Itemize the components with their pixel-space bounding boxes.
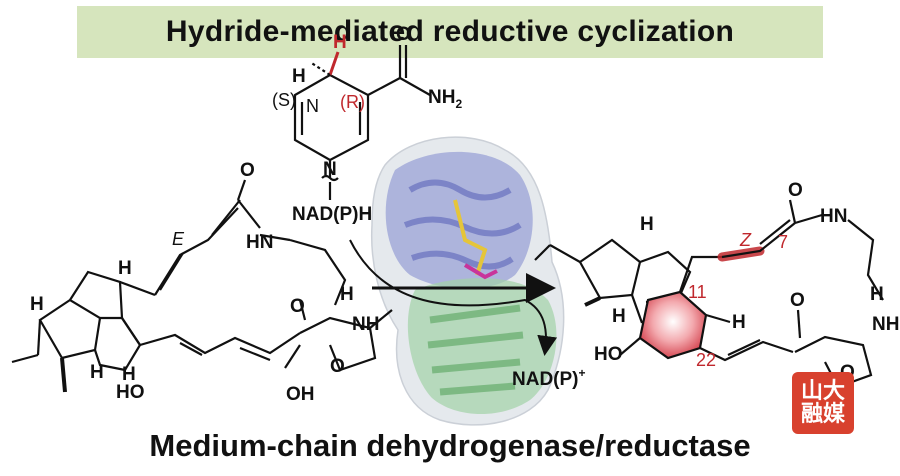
amide-nh-label: NH2: [428, 87, 462, 111]
stereo-r-label: (R): [340, 92, 365, 112]
nadph-cofactor: [293, 45, 431, 200]
substrate-h5: H: [340, 284, 354, 305]
position-11-label: 11: [688, 282, 707, 302]
scheme-title: Hydride-mediated reductive cyclization: [165, 15, 735, 48]
title-banner: Hydride-mediated reductive cyclization: [77, 6, 823, 58]
substrate-h4: H: [122, 364, 136, 385]
logo-line-1: 山大: [800, 378, 845, 404]
substrate-h1: H: [30, 294, 44, 315]
stereo-s-label: (S): [272, 90, 296, 110]
amide-o: O: [396, 24, 411, 45]
hydride-label: H: [333, 32, 347, 53]
product-hn: HN: [820, 206, 847, 227]
product-h4: H: [870, 284, 884, 305]
nadp-product-label: NAD(P)+: [512, 366, 586, 390]
position-7-label: 7: [778, 232, 788, 252]
substrate-h2: H: [118, 258, 132, 279]
product-h1: H: [640, 214, 654, 235]
enzyme-family-label: Medium-chain dehydrogenase/reductase: [149, 428, 751, 463]
cofactor-ring-n: N: [306, 96, 319, 116]
substrate-ho: HO: [116, 382, 145, 403]
nadph-label: NAD(P)H: [292, 204, 372, 225]
substrate-nh: NH: [352, 314, 379, 335]
substrate-molecule: [11, 179, 393, 393]
substrate-o2: O: [290, 296, 305, 317]
substrate-h3: H: [90, 362, 104, 383]
substrate-o1: O: [240, 160, 255, 181]
z-geometry-label: Z: [739, 230, 752, 250]
product-h3: H: [732, 312, 746, 333]
substrate-oh: OH: [286, 384, 315, 405]
substrate-hn: HN: [246, 232, 273, 253]
substrate-o3: O: [330, 356, 345, 377]
product-o1: O: [788, 180, 803, 201]
product-h2: H: [612, 306, 626, 327]
product-ho: HO: [594, 344, 623, 365]
product-nh: NH: [872, 314, 899, 335]
reaction-arrow: [349, 239, 558, 356]
domain-green: [407, 278, 557, 415]
enzyme-structure: [370, 136, 565, 426]
cofactor-n1: N: [323, 159, 337, 180]
e-geometry-label: E: [172, 229, 185, 249]
cofactor-h-s: H: [292, 66, 306, 87]
media-logo: 山大 融媒: [792, 372, 854, 434]
product-molecule: [534, 199, 884, 389]
position-22-label: 22: [696, 350, 716, 370]
product-o2: O: [790, 290, 805, 311]
logo-line-2: 融媒: [800, 402, 845, 427]
